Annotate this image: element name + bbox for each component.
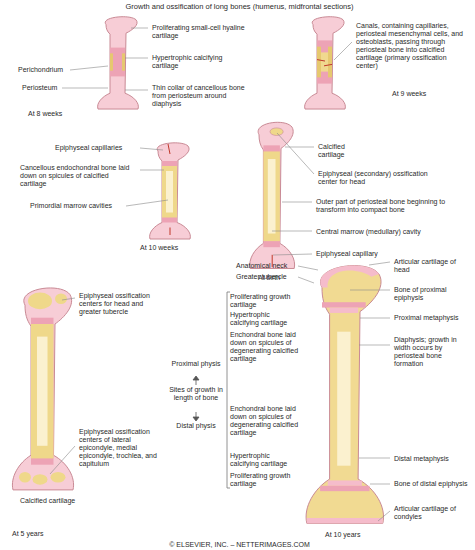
zone-label: Hypertrophic calcifying cartilage bbox=[230, 311, 300, 327]
part-label: Central marrow (medullary) cavity bbox=[316, 228, 466, 236]
stage-label: At 9 weeks bbox=[392, 90, 426, 98]
part-label: Periosteum bbox=[22, 84, 57, 92]
part-label: Proliferating small-cell hyaline cartila… bbox=[152, 24, 252, 40]
humerus-9-weeks bbox=[305, 17, 346, 109]
figure-title: Growth and ossification of long bones (h… bbox=[2, 2, 475, 11]
stage-label: At 5 years bbox=[12, 530, 44, 538]
part-label: Thin collar of cancellous bone from peri… bbox=[152, 84, 252, 108]
zone-label: Proliferating growth cartilage bbox=[230, 472, 300, 488]
physis-label: Proximal physis bbox=[168, 360, 224, 368]
part-label: Proximal metaphysis bbox=[394, 314, 470, 322]
stage-label: At 10 weeks bbox=[140, 244, 178, 252]
part-label: Outer part of periosteal bone beginning … bbox=[316, 198, 468, 214]
physis-label: Distal physis bbox=[168, 422, 224, 430]
part-label: Distal metaphysis bbox=[394, 455, 470, 463]
part-label: Calcified cartilage bbox=[20, 497, 75, 505]
part-label: Epiphyseal ossification centers of later… bbox=[79, 428, 163, 468]
part-label: Epiphyseal (secondary) ossification cent… bbox=[318, 170, 430, 186]
stage-label: At 10 years bbox=[325, 531, 360, 539]
part-label: Perichondrium bbox=[18, 66, 63, 74]
part-label: Calcified cartilage bbox=[318, 143, 366, 159]
physis-label: Sites of growth in length of bone bbox=[168, 386, 224, 402]
stage-label: At 8 weeks bbox=[28, 110, 62, 118]
zone-label: Hypertrophic calcifying cartilage bbox=[230, 452, 300, 468]
zone-label: Enchondral bone laid down on spicules of… bbox=[230, 405, 300, 437]
copyright-note: © ELSEVIER, INC. – NETTERIMAGES.COM bbox=[2, 541, 475, 549]
part-label: Epiphyseal capillaries bbox=[55, 144, 139, 152]
part-label: Anatomical neck bbox=[236, 262, 287, 270]
part-label: Greater tubercle bbox=[236, 273, 287, 281]
humerus-10-weeks bbox=[150, 143, 191, 239]
humerus-10-years bbox=[306, 266, 383, 524]
humerus-5-years bbox=[12, 288, 73, 490]
part-label: Cancellous endochondral bone laid down o… bbox=[20, 164, 136, 188]
part-label: Bone of proximal epiphysis bbox=[394, 286, 470, 302]
part-label: Bone of distal epiphysis bbox=[394, 480, 470, 488]
part-label: Epiphyseal capillary bbox=[316, 250, 378, 258]
part-label: Articular cartilage of head bbox=[394, 258, 470, 274]
part-label: Canals, containing capillaries, perioste… bbox=[356, 22, 468, 70]
growth-bracket bbox=[227, 292, 230, 488]
zone-label: Proliferating growth cartilage bbox=[230, 293, 300, 309]
part-label: Hypertrophic calcifying cartilage bbox=[152, 54, 244, 70]
zone-label: Enchondral bone laid down on spicules of… bbox=[230, 331, 300, 363]
part-label: Primordial marrow cavities bbox=[30, 202, 125, 210]
part-label: Articular cartilage of condyles bbox=[394, 505, 470, 521]
part-label: Diaphysis; growth in width occurs by per… bbox=[394, 336, 470, 368]
humerus-at-birth bbox=[250, 122, 295, 268]
part-label: Epiphyseal ossification centers for head… bbox=[79, 292, 155, 316]
humerus-8-weeks bbox=[98, 17, 139, 109]
